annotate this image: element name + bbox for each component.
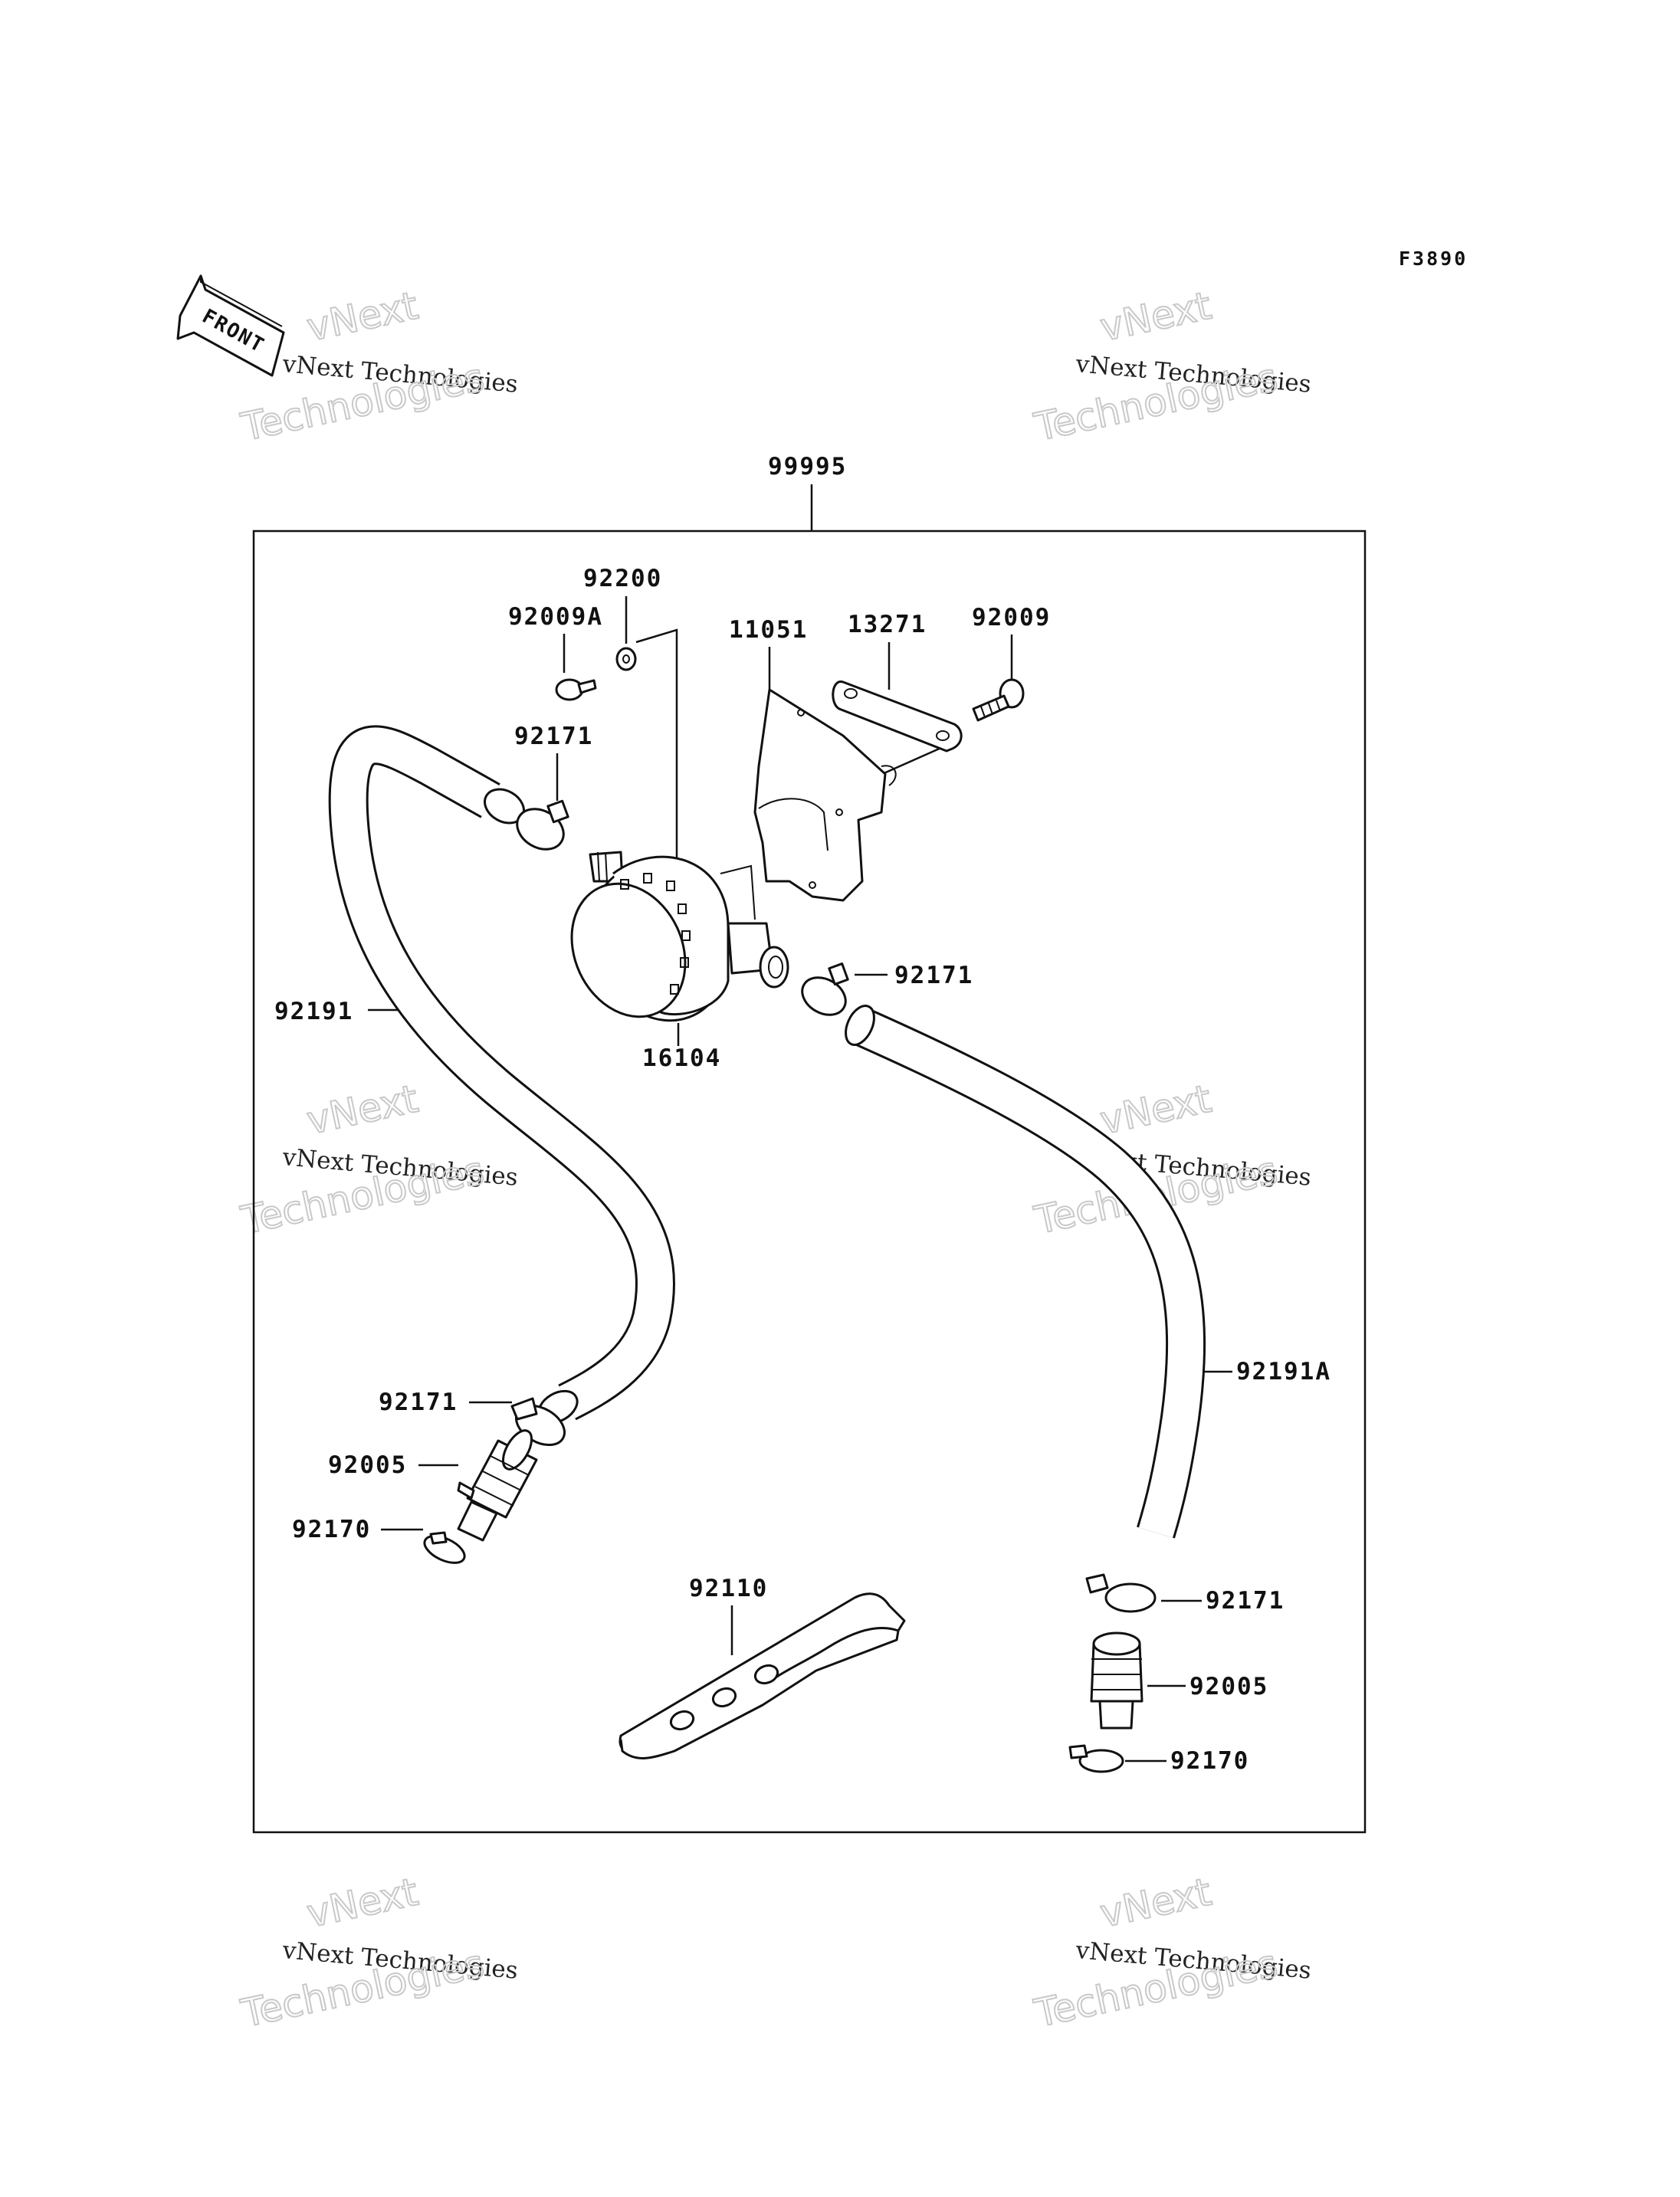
watermark-outline-1: vNext	[1096, 1870, 1215, 1936]
label-92005-right: 92005	[1189, 1673, 1268, 1700]
label-92005-left: 92005	[328, 1451, 407, 1479]
label-92171-left: 92171	[379, 1389, 458, 1416]
figure-code: F3890	[1399, 248, 1468, 270]
hose-92191A	[845, 1005, 1206, 1539]
watermark-mid-left: vNext vNext Technologies Technologies	[236, 1076, 519, 1244]
clamp-92170-left	[423, 1531, 466, 1564]
plate-13271	[832, 680, 963, 753]
watermark-top-left: vNext vNext Technologies Technologies	[236, 283, 519, 451]
watermark-outline-1: vNext	[1096, 1077, 1215, 1143]
label-92009: 92009	[972, 604, 1051, 631]
label-16104: 16104	[642, 1044, 721, 1072]
hose-92191	[328, 725, 675, 1425]
label-92171-bottom: 92171	[1206, 1587, 1285, 1615]
watermark-outline-1: vNext	[1096, 284, 1215, 350]
label-11051: 11051	[729, 616, 808, 644]
watermark-top-right: vNext vNext Technologies Technologies	[1029, 283, 1312, 451]
clamp-92170-right	[1068, 1744, 1124, 1773]
clamp-92171-bottom	[1085, 1573, 1157, 1613]
label-92009A: 92009A	[508, 603, 603, 631]
label-13271: 13271	[848, 611, 927, 638]
clamp-92171-top	[516, 799, 569, 851]
label-92110: 92110	[689, 1575, 768, 1602]
assembly-frame	[252, 530, 1367, 1834]
washer-92200	[615, 647, 637, 671]
screw-92009A	[555, 678, 597, 701]
label-92170-left: 92170	[292, 1516, 371, 1543]
watermark-bottom-right: vNext vNext Technologies Technologies	[1029, 1869, 1312, 2037]
watermark-outline-1: vNext	[303, 1077, 422, 1143]
watermark-outline-1: vNext	[303, 284, 422, 350]
label-92191: 92191	[274, 998, 353, 1025]
watermark-bottom-left: vNext vNext Technologies Technologies	[236, 1869, 519, 2037]
label-92171-top: 92171	[514, 723, 593, 750]
label-92171-right: 92171	[894, 962, 973, 989]
label-99995: 99995	[768, 453, 847, 480]
label-92191A: 92191A	[1236, 1358, 1331, 1385]
fitting-92005-right	[1090, 1631, 1144, 1730]
watermark-outline-1: vNext	[303, 1870, 422, 1936]
front-arrow-icon: FRONT	[176, 274, 285, 377]
bracket-11051	[753, 688, 897, 902]
label-92200: 92200	[583, 565, 662, 592]
fitting-92005-left	[457, 1429, 538, 1542]
bolt-92009	[972, 678, 1025, 722]
label-92170-right: 92170	[1170, 1747, 1249, 1775]
filter-16104	[570, 851, 789, 1022]
clamp-92171-right	[801, 962, 849, 1016]
guard-92110	[619, 1592, 906, 1759]
